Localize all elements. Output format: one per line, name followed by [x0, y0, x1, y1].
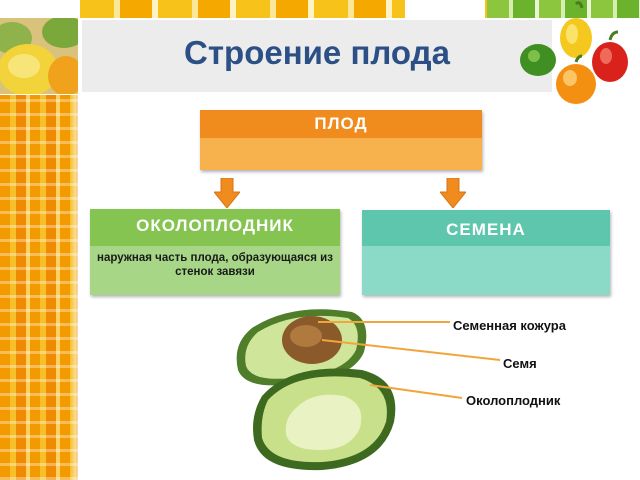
- pericarp-description: наружная часть плода, образующаяся из ст…: [97, 252, 333, 278]
- title-panel: [82, 20, 552, 92]
- arrow-down-icon-left: [214, 178, 240, 208]
- seeds-box-header: [362, 210, 610, 246]
- page-title: Строение плода: [184, 34, 450, 71]
- pericarp-box-label: ОКОЛОПЛОДНИК: [136, 216, 294, 235]
- seeds-box-label: СЕМЕНА: [446, 220, 526, 239]
- avocado-cross-section-image: [232, 300, 412, 475]
- label-seed: Семя: [503, 356, 537, 371]
- arrow-down-icon-right: [440, 178, 466, 208]
- top-decor-bar-green: [487, 0, 640, 18]
- left-decor-strip: [0, 95, 78, 480]
- pericarp-box-header: [90, 209, 340, 246]
- label-pericarp: Околоплодник: [466, 393, 561, 408]
- left-decor-fade: [70, 95, 82, 480]
- top-decor-gap: [405, 0, 485, 18]
- label-seed-coat: Семенная кожура: [453, 318, 566, 333]
- fruit-box-header: [200, 110, 482, 138]
- fruit-box-label: ПЛОД: [314, 114, 368, 133]
- bell-peppers-image: [512, 0, 640, 110]
- citrus-fruit-image: [0, 18, 78, 94]
